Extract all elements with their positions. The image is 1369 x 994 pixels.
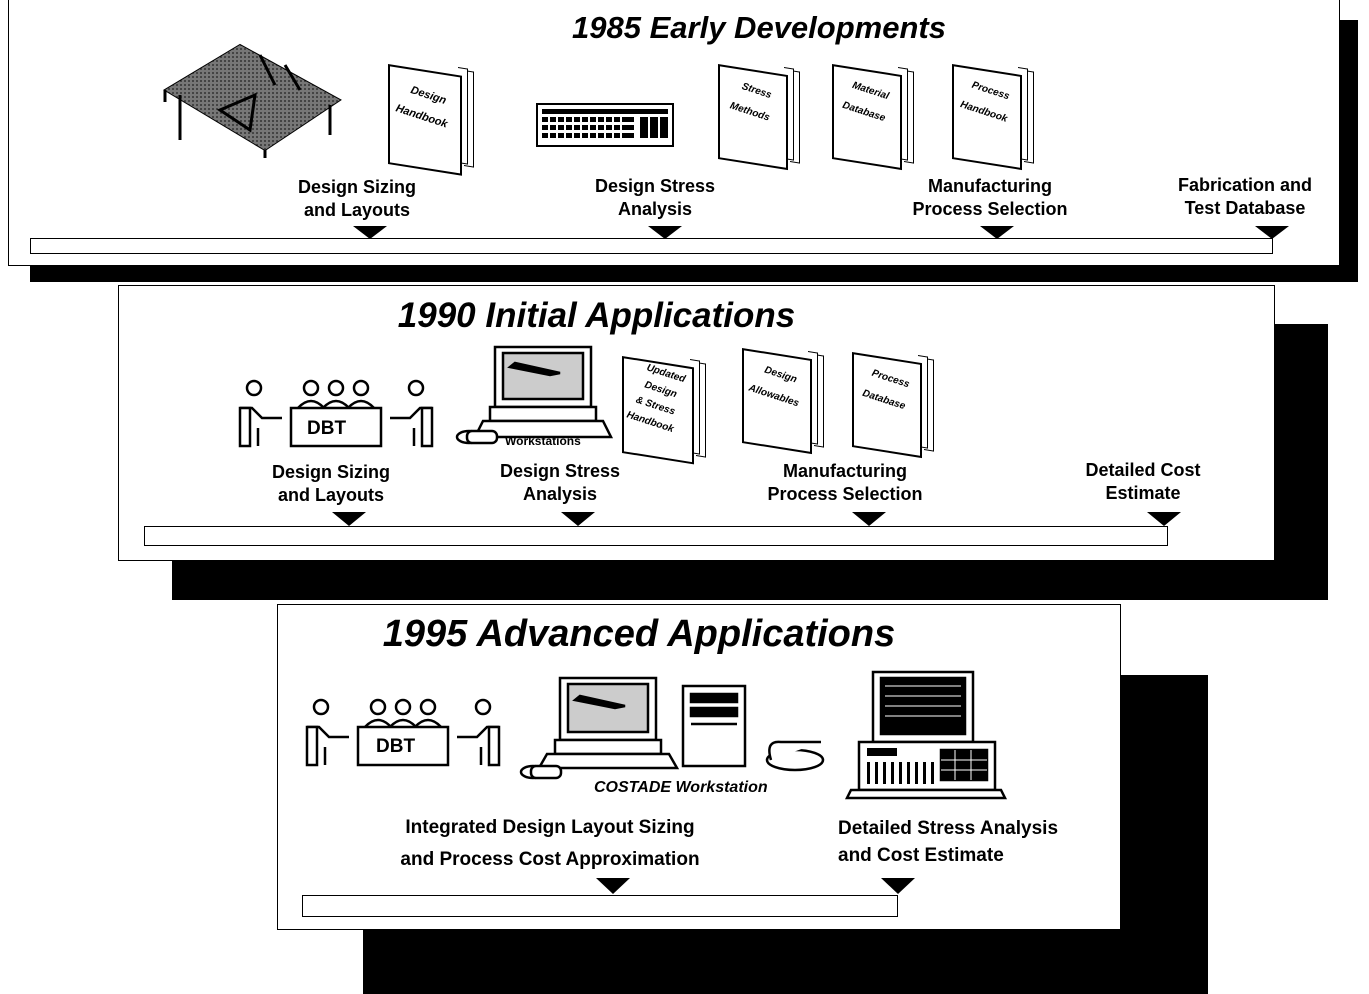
workstations-caption: Workstations (505, 434, 581, 448)
panel-1995-shadow (363, 928, 1208, 994)
workstation-icon (455, 345, 614, 445)
panel-title: 1985 Early Developments (572, 10, 946, 45)
data-terminal-icon (765, 670, 1008, 800)
timeline-track (144, 526, 1168, 546)
milestone-marker (980, 226, 1014, 239)
panel-title: 1990 Initial Applications (397, 296, 796, 335)
panel-1995-shadow-side (1118, 675, 1208, 994)
milestone-marker (596, 878, 630, 894)
panel-1985-shadow (30, 262, 1358, 282)
meeting-table-icon (238, 379, 434, 448)
milestone-marker (1147, 512, 1181, 526)
milestone-marker (1255, 226, 1289, 239)
panel-1990-shadow-side (1272, 324, 1328, 600)
keyboard-icon (536, 103, 674, 147)
milestone-marker (353, 226, 387, 239)
panel-1985-shadow-side (1338, 20, 1358, 282)
panel-title: 1995 Advanced Applications (382, 613, 896, 655)
milestone-marker (852, 512, 886, 526)
milestone-marker (332, 512, 366, 526)
meeting-table-icon (305, 698, 501, 767)
dbt-label: DBT (307, 418, 347, 439)
timeline-track (30, 238, 1273, 254)
milestone-marker (561, 512, 595, 526)
timeline-track (302, 895, 898, 917)
costade-workstation-caption: COSTADE Workstation (594, 779, 768, 796)
dbt-label: DBT (376, 736, 416, 757)
milestone-marker (648, 226, 682, 239)
panel-1990-shadow (172, 560, 1328, 600)
costade-workstation-icon (519, 676, 747, 780)
drafting-table-icon (163, 43, 342, 158)
milestone-marker (881, 878, 915, 894)
